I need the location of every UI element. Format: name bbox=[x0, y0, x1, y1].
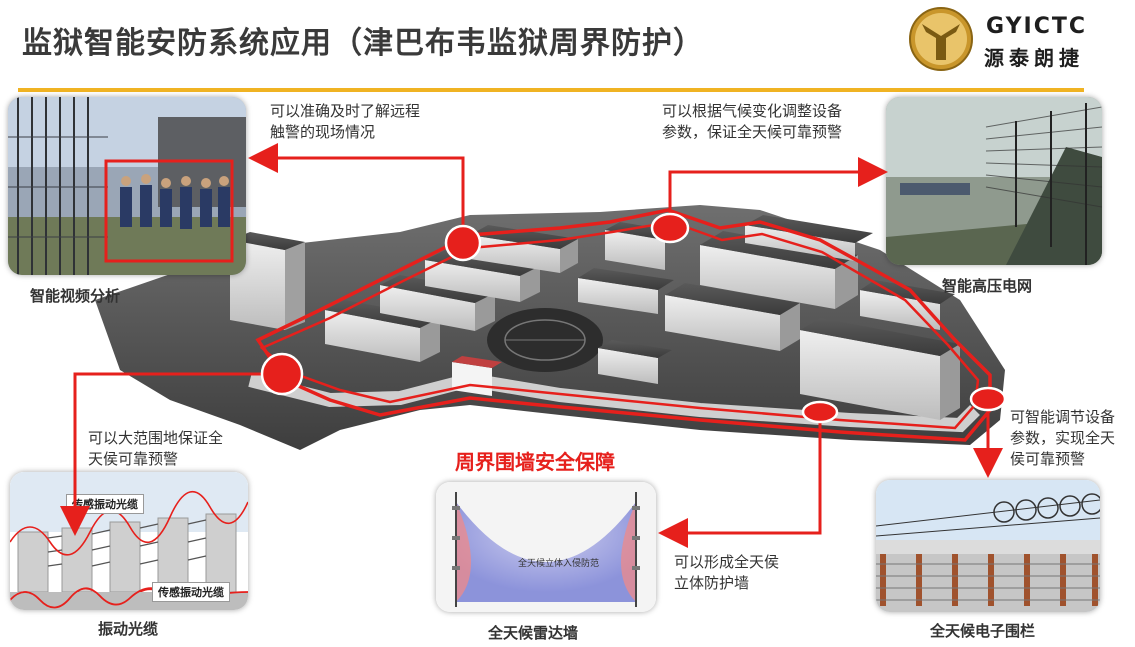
video-analysis-note-1: 可以准确及时了解远程 bbox=[270, 102, 421, 120]
electronic-fence-label: 全天候电子围栏 bbox=[930, 622, 1036, 640]
logo-brand-cn: 源泰朗捷 bbox=[984, 46, 1084, 70]
video-analysis-label: 智能视频分析 bbox=[30, 287, 121, 305]
fiber-tag-top: 传感振动光缆 bbox=[66, 494, 144, 514]
logo-emblem-icon bbox=[909, 7, 973, 71]
electric-net-note-1: 可以根据气候变化调整设备 bbox=[662, 102, 843, 120]
perimeter-outer-line bbox=[255, 208, 992, 442]
marker-fence bbox=[969, 386, 1007, 412]
electric-net-photo bbox=[886, 97, 1102, 265]
connector-radar bbox=[658, 412, 822, 548]
video-analysis-photo bbox=[8, 97, 246, 275]
vibration-fiber-note-1: 可以大范围地保证全 bbox=[88, 429, 224, 447]
electric-net-note-2: 参数，保证全天候可靠预警 bbox=[662, 123, 843, 141]
connector-electric-net bbox=[668, 157, 888, 228]
vibration-fiber-note-2: 天侯可靠预警 bbox=[88, 450, 179, 468]
company-logo: GYICTC 源泰朗捷 bbox=[908, 6, 1088, 76]
electronic-fence-note-2: 参数，实现全天 bbox=[1010, 429, 1116, 447]
perimeter-inner-line bbox=[259, 220, 980, 430]
title-underline bbox=[18, 88, 1084, 92]
marker-video bbox=[444, 224, 482, 262]
marker-radar bbox=[801, 400, 839, 424]
vibration-fiber-label: 振动光缆 bbox=[98, 620, 159, 638]
marker-fiber bbox=[260, 352, 304, 396]
page-title: 监狱智能安防系统应用（津巴布韦监狱周界防护） bbox=[22, 26, 704, 61]
electronic-fence-photo bbox=[876, 480, 1100, 612]
cell-blocks bbox=[230, 215, 960, 420]
marker-electric-net bbox=[650, 212, 690, 244]
radar-wall-photo bbox=[436, 482, 656, 612]
logo-brand-en: GYICTC bbox=[986, 14, 1087, 39]
electric-net-label: 智能高压电网 bbox=[942, 277, 1033, 295]
video-analysis-note-2: 触警的现场情况 bbox=[270, 123, 376, 141]
electronic-fence-note-1: 可智能调节设备 bbox=[1010, 408, 1116, 426]
fiber-tag-bottom: 传感振动光缆 bbox=[152, 582, 230, 602]
radar-wall-note-2: 立体防护墙 bbox=[674, 574, 750, 592]
electronic-fence-note-3: 侯可靠预警 bbox=[1010, 450, 1086, 468]
radar-wall-note-1: 可以形成全天侯 bbox=[674, 553, 780, 571]
perimeter-caption: 周界围墙安全保障 bbox=[455, 450, 615, 474]
connector-video bbox=[248, 143, 465, 243]
radar-inner-text: 全天候立体入侵防范 bbox=[518, 559, 600, 569]
radar-wall-label: 全天候雷达墙 bbox=[488, 624, 579, 642]
